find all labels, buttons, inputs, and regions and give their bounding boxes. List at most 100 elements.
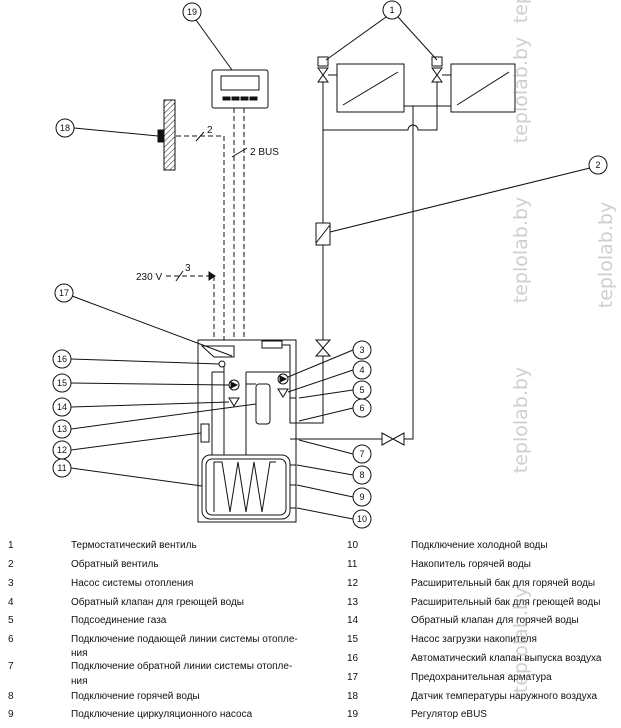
- legend-text: Насос системы отопления: [71, 578, 194, 589]
- supply-branch-pipe: [323, 82, 438, 131]
- svg-text:7: 7: [359, 449, 364, 459]
- legend-text: Обратный клапан для греющей воды: [71, 597, 244, 608]
- callout-7: 7: [352, 444, 372, 464]
- legend-number: 4: [8, 597, 14, 608]
- legend-text: Насос загрузки накопителя: [411, 634, 537, 645]
- boiler-unit: [197, 339, 297, 523]
- legend-number: 3: [8, 578, 14, 589]
- mains-supply: 230 V 3: [136, 263, 216, 340]
- legend-number: 19: [347, 709, 359, 720]
- legend-number: 6: [8, 634, 14, 645]
- legend-text: Автоматический клапан выпуска воздуха: [411, 653, 602, 664]
- legend-text: Расширительный бак для горячей воды: [411, 578, 596, 589]
- return-pipe: [296, 105, 414, 440]
- regulator-button: [240, 96, 249, 101]
- svg-text:11: 11: [57, 463, 66, 473]
- legend-number: 11: [347, 559, 358, 570]
- supply-pipe: [296, 82, 324, 424]
- radiator-circuit: [296, 56, 516, 446]
- svg-text:18: 18: [60, 123, 70, 133]
- bus-wiring: 2 BUS: [231, 108, 279, 340]
- legend-number: 18: [347, 691, 359, 702]
- svg-text:16: 16: [57, 354, 67, 364]
- svg-text:15: 15: [57, 378, 67, 388]
- svg-text:4: 4: [359, 365, 364, 375]
- thermostatic-valve-1: [317, 56, 337, 83]
- callout-2: 2: [588, 155, 608, 175]
- legend-text: Подключение циркуляционного насоса: [71, 709, 253, 720]
- callout-17: 17: [54, 283, 74, 303]
- callout-9: 9: [352, 487, 372, 507]
- leader-lines: [70, 16, 591, 520]
- callout-18: 18: [55, 118, 75, 138]
- svg-text:2: 2: [595, 160, 600, 170]
- legend-text: Подключение холодной воды: [411, 540, 548, 551]
- callout-6: 6: [352, 398, 372, 418]
- svg-text:19: 19: [187, 7, 197, 17]
- callout-16: 16: [52, 349, 72, 369]
- svg-text:1: 1: [389, 5, 394, 15]
- svg-text:10: 10: [357, 514, 367, 524]
- return-valve: [381, 432, 405, 446]
- svg-text:14: 14: [57, 402, 67, 412]
- heating-system-schematic: 2 BUS 2 230 V 3: [52, 0, 608, 529]
- regulator-button: [249, 96, 258, 101]
- callout-11: 11: [52, 458, 72, 478]
- legend-number: 1: [8, 540, 14, 551]
- legend-number: 2: [8, 559, 14, 570]
- callout-19: 19: [182, 2, 202, 22]
- legend-number: 7: [8, 661, 14, 672]
- legend-text: Расширительный бак для греющей воды: [411, 597, 601, 608]
- svg-text:9: 9: [359, 492, 364, 502]
- legend-number: 5: [8, 615, 14, 626]
- regulator-button: [231, 96, 240, 101]
- hot-water-storage-tank: [201, 454, 291, 520]
- dhw-check-valve: [228, 397, 240, 407]
- legend-text: Регулятор eBUS: [411, 709, 487, 720]
- mains-label: 230 V: [136, 272, 162, 283]
- arrow-icon: [208, 271, 216, 281]
- legend-text: Подключение горячей воды: [71, 691, 200, 702]
- callout-14: 14: [52, 397, 72, 417]
- callout-15: 15: [52, 373, 72, 393]
- legend-number: 15: [347, 634, 359, 645]
- callout-8: 8: [352, 465, 372, 485]
- legend-text: Термостатический вентиль: [71, 540, 197, 551]
- legend-number: 16: [347, 653, 359, 664]
- callout-3: 3: [352, 340, 372, 360]
- svg-text:3: 3: [359, 345, 364, 355]
- legend-text-continued: ния: [71, 648, 88, 659]
- legend-number: 17: [347, 672, 359, 683]
- svg-text:13: 13: [57, 424, 67, 434]
- regulator-button: [222, 96, 231, 101]
- svg-text:5: 5: [359, 385, 364, 395]
- legend-number: 12: [347, 578, 359, 589]
- legend-text-continued: ния: [71, 676, 88, 687]
- callout-1: 1: [382, 0, 402, 20]
- mains-wires-label: 3: [185, 263, 191, 274]
- ball-valve: [314, 339, 332, 357]
- legend-number: 13: [347, 597, 359, 608]
- legend-number: 14: [347, 615, 359, 626]
- callout-4: 4: [352, 360, 372, 380]
- heating-coil: [213, 461, 276, 513]
- svg-text:6: 6: [359, 403, 364, 413]
- svg-text:17: 17: [59, 288, 69, 298]
- callout-13: 13: [52, 419, 72, 439]
- legend-number: 9: [8, 709, 14, 720]
- heating-check-valve: [277, 388, 289, 398]
- svg-text:8: 8: [359, 470, 364, 480]
- legend-text: Подключение подающей линии системы отопл…: [71, 634, 298, 645]
- legend-number: 8: [8, 691, 14, 702]
- legend-text: Обратный вентиль: [71, 559, 159, 570]
- legend-text: Накопитель горячей воды: [411, 559, 531, 570]
- legend-text: Подключение обратной линии системы отопл…: [71, 661, 293, 672]
- sensor-wires-label: 2: [207, 125, 213, 136]
- regulator-display: [220, 75, 260, 91]
- legend-text: Датчик температуры наружного воздуха: [411, 691, 598, 702]
- callout-10: 10: [352, 509, 372, 529]
- check-valve: [315, 222, 331, 246]
- room-regulator: [211, 69, 269, 109]
- legend-text: Предохранительная арматура: [411, 672, 552, 683]
